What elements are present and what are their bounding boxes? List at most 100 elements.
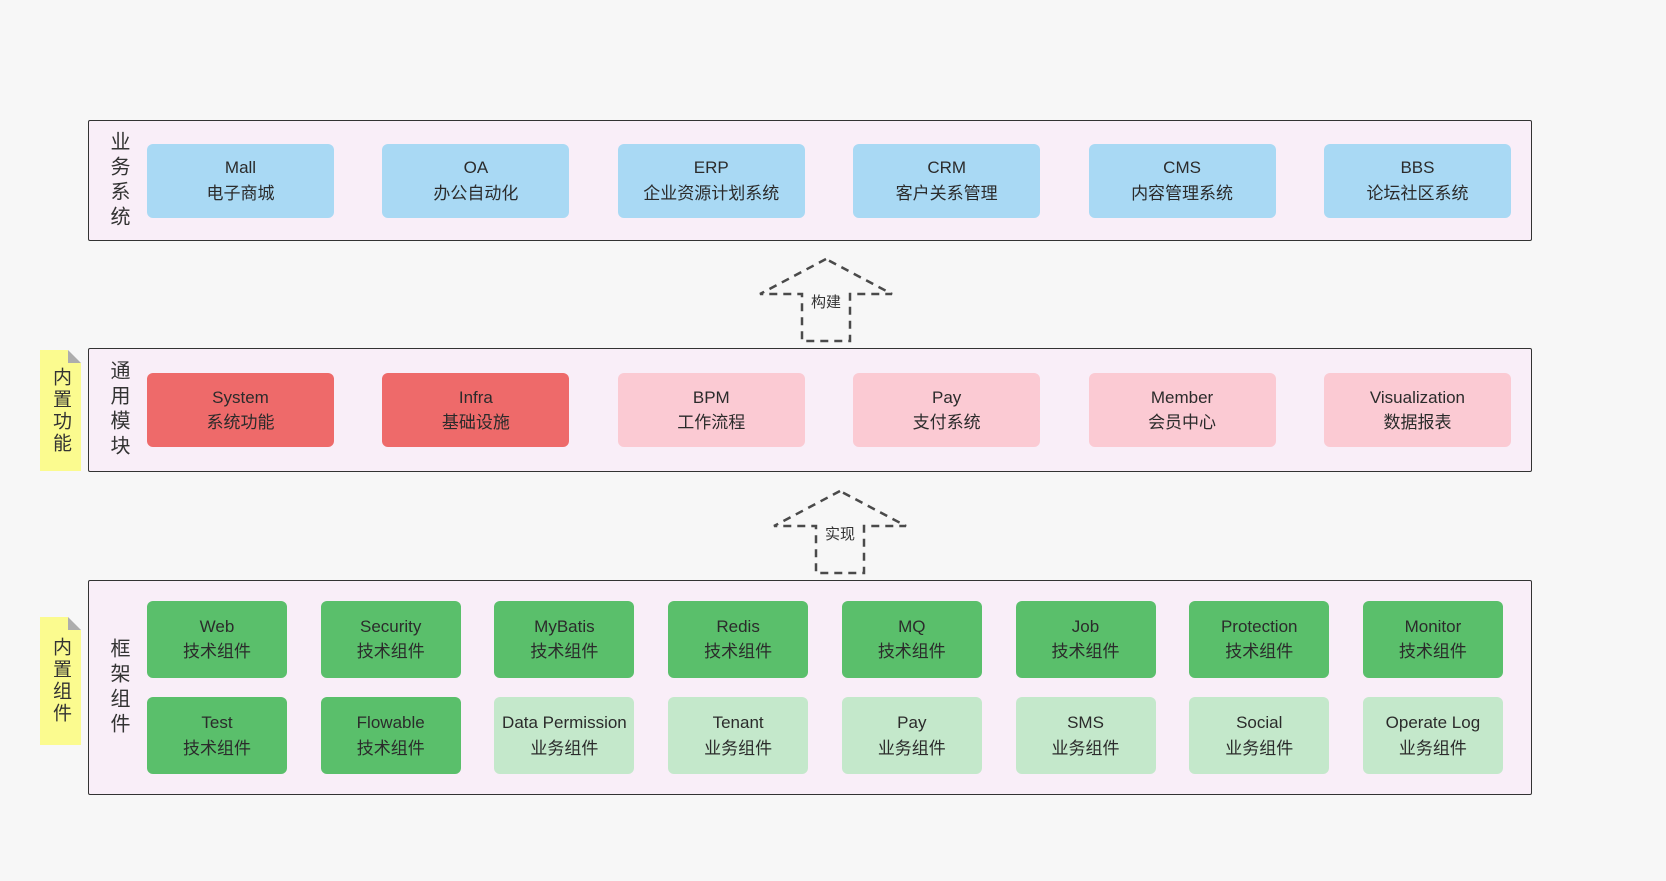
node-subtitle: 技术组件: [183, 738, 251, 758]
node-title: MyBatis: [534, 616, 595, 636]
node-title: Mall: [224, 158, 257, 177]
node-title: Test: [201, 713, 233, 733]
node-title: Visualization: [1369, 387, 1466, 407]
node-member: Member 会员中心: [1088, 373, 1276, 447]
components-rows: Web 技术组件 Security 技术组件 MyBatis 技术组件 Redi…: [147, 581, 1531, 794]
node-title: ERP: [693, 158, 729, 177]
node-subtitle: 业务组件: [704, 738, 773, 758]
node-sms: SMS 业务组件: [1015, 697, 1156, 775]
sticky-text: 内置功能: [50, 366, 71, 455]
node-job: Job 技术组件: [1015, 600, 1156, 678]
node-subtitle: 内容管理系统: [1131, 183, 1234, 203]
panel-label-text: 业务系统: [107, 130, 129, 231]
node-title: Redis: [716, 616, 760, 636]
node-title: Protection: [1220, 616, 1298, 636]
node-pay-business: Pay 业务组件: [841, 697, 982, 775]
node-security: Security 技术组件: [320, 600, 461, 678]
node-subtitle: 电子商城: [206, 183, 275, 203]
node-title: OA: [463, 158, 489, 177]
node-title: Monitor: [1404, 616, 1462, 636]
dashed-up-arrow-icon: [759, 257, 893, 343]
node-crm: CRM 客户关系管理: [853, 143, 1041, 218]
build-arrow: 构建: [756, 256, 896, 344]
node-subtitle: 基础设施: [441, 413, 510, 432]
node-subtitle: 技术组件: [704, 642, 773, 662]
node-subtitle: 技术组件: [1051, 642, 1120, 662]
implement-arrow: 实现: [770, 488, 910, 576]
node-subtitle: 技术组件: [183, 642, 251, 662]
panel-components-label: 框架组件: [89, 581, 147, 794]
dashed-up-arrow-icon: [773, 489, 907, 575]
node-subtitle: 业务组件: [1225, 738, 1294, 758]
node-infra: Infra 基础设施: [382, 373, 570, 447]
node-subtitle: 数据报表: [1383, 413, 1452, 432]
node-title: SMS: [1067, 713, 1104, 733]
node-subtitle: 技术组件: [356, 642, 425, 662]
node-title: Pay: [897, 713, 927, 733]
node-subtitle: 业务组件: [1398, 738, 1467, 758]
node-monitor: Monitor 技术组件: [1362, 600, 1503, 678]
node-title: BBS: [1400, 158, 1435, 177]
node-title: CMS: [1163, 158, 1201, 177]
node-title: MQ: [898, 616, 926, 636]
node-data-permission: Data Permission 业务组件: [494, 697, 635, 775]
node-title: Operate Log: [1385, 713, 1481, 733]
node-title: System: [212, 387, 269, 407]
node-subtitle: 技术组件: [877, 642, 946, 662]
node-subtitle: 业务组件: [1051, 738, 1120, 758]
node-erp: ERP 企业资源计划系统: [617, 143, 805, 218]
node-subtitle: 技术组件: [356, 738, 425, 758]
node-title: Flowable: [356, 713, 425, 733]
panel-modules-label: 通用模块: [89, 349, 147, 471]
node-operate-log: Operate Log 业务组件: [1362, 697, 1503, 775]
node-subtitle: 业务组件: [530, 738, 599, 758]
node-title: Pay: [932, 387, 962, 407]
node-title: Social: [1236, 713, 1283, 733]
node-protection: Protection 技术组件: [1189, 600, 1330, 678]
node-title: Tenant: [712, 713, 764, 733]
node-subtitle: 会员中心: [1148, 413, 1217, 432]
node-subtitle: 支付系统: [912, 413, 981, 432]
node-visualization: Visualization 数据报表: [1323, 373, 1511, 447]
node-title: CRM: [927, 158, 967, 177]
node-subtitle: 系统功能: [206, 413, 275, 432]
implement-arrow-label: 实现: [820, 522, 860, 545]
node-bpm: BPM 工作流程: [617, 373, 805, 447]
node-title: Infra: [458, 387, 493, 407]
node-title: Web: [199, 616, 235, 636]
node-title: Security: [359, 616, 422, 636]
node-flowable: Flowable 技术组件: [320, 697, 461, 775]
panel-common-modules: 通用模块 System 系统功能 Infra 基础设施 BPM 工作流程 Pay…: [88, 348, 1532, 472]
node-mq: MQ 技术组件: [841, 600, 982, 678]
node-subtitle: 技术组件: [530, 642, 599, 662]
components-row-2: Test 技术组件 Flowable 技术组件 Data Permission …: [147, 697, 1503, 775]
node-title: Data Permission: [502, 713, 627, 733]
sticky-built-in-components: 内置组件: [40, 617, 81, 745]
node-oa: OA 办公自动化: [382, 143, 570, 218]
panel-business-label: 业务系统: [89, 121, 147, 240]
panel-business-systems: 业务系统 Mall 电子商城 OA 办公自动化 ERP 企业资源计划系统 CRM…: [88, 120, 1532, 241]
node-subtitle: 论坛社区系统: [1366, 183, 1469, 203]
node-mybatis: MyBatis 技术组件: [494, 600, 635, 678]
node-subtitle: 办公自动化: [433, 183, 519, 203]
panel-label-text: 通用模块: [107, 360, 129, 460]
node-subtitle: 技术组件: [1398, 642, 1467, 662]
node-mall: Mall 电子商城: [147, 143, 334, 218]
components-row-1: Web 技术组件 Security 技术组件 MyBatis 技术组件 Redi…: [147, 600, 1503, 678]
node-social: Social 业务组件: [1189, 697, 1330, 775]
node-subtitle: 技术组件: [1225, 642, 1294, 662]
node-cms: CMS 内容管理系统: [1088, 143, 1276, 218]
modules-boxes-row: System 系统功能 Infra 基础设施 BPM 工作流程 Pay 支付系统…: [147, 349, 1531, 471]
node-test: Test 技术组件: [147, 697, 287, 775]
business-boxes-row: Mall 电子商城 OA 办公自动化 ERP 企业资源计划系统 CRM 客户关系…: [147, 121, 1531, 240]
node-system: System 系统功能: [147, 373, 334, 447]
sticky-text: 内置组件: [50, 637, 71, 725]
node-redis: Redis 技术组件: [668, 600, 809, 678]
panel-label-text: 框架组件: [107, 637, 129, 738]
panel-framework-components: 框架组件 Web 技术组件 Security 技术组件 MyBatis 技术组件…: [88, 580, 1532, 795]
node-title: BPM: [692, 387, 730, 407]
build-arrow-label: 构建: [806, 290, 846, 313]
node-subtitle: 工作流程: [677, 413, 746, 432]
node-subtitle: 业务组件: [877, 738, 946, 758]
